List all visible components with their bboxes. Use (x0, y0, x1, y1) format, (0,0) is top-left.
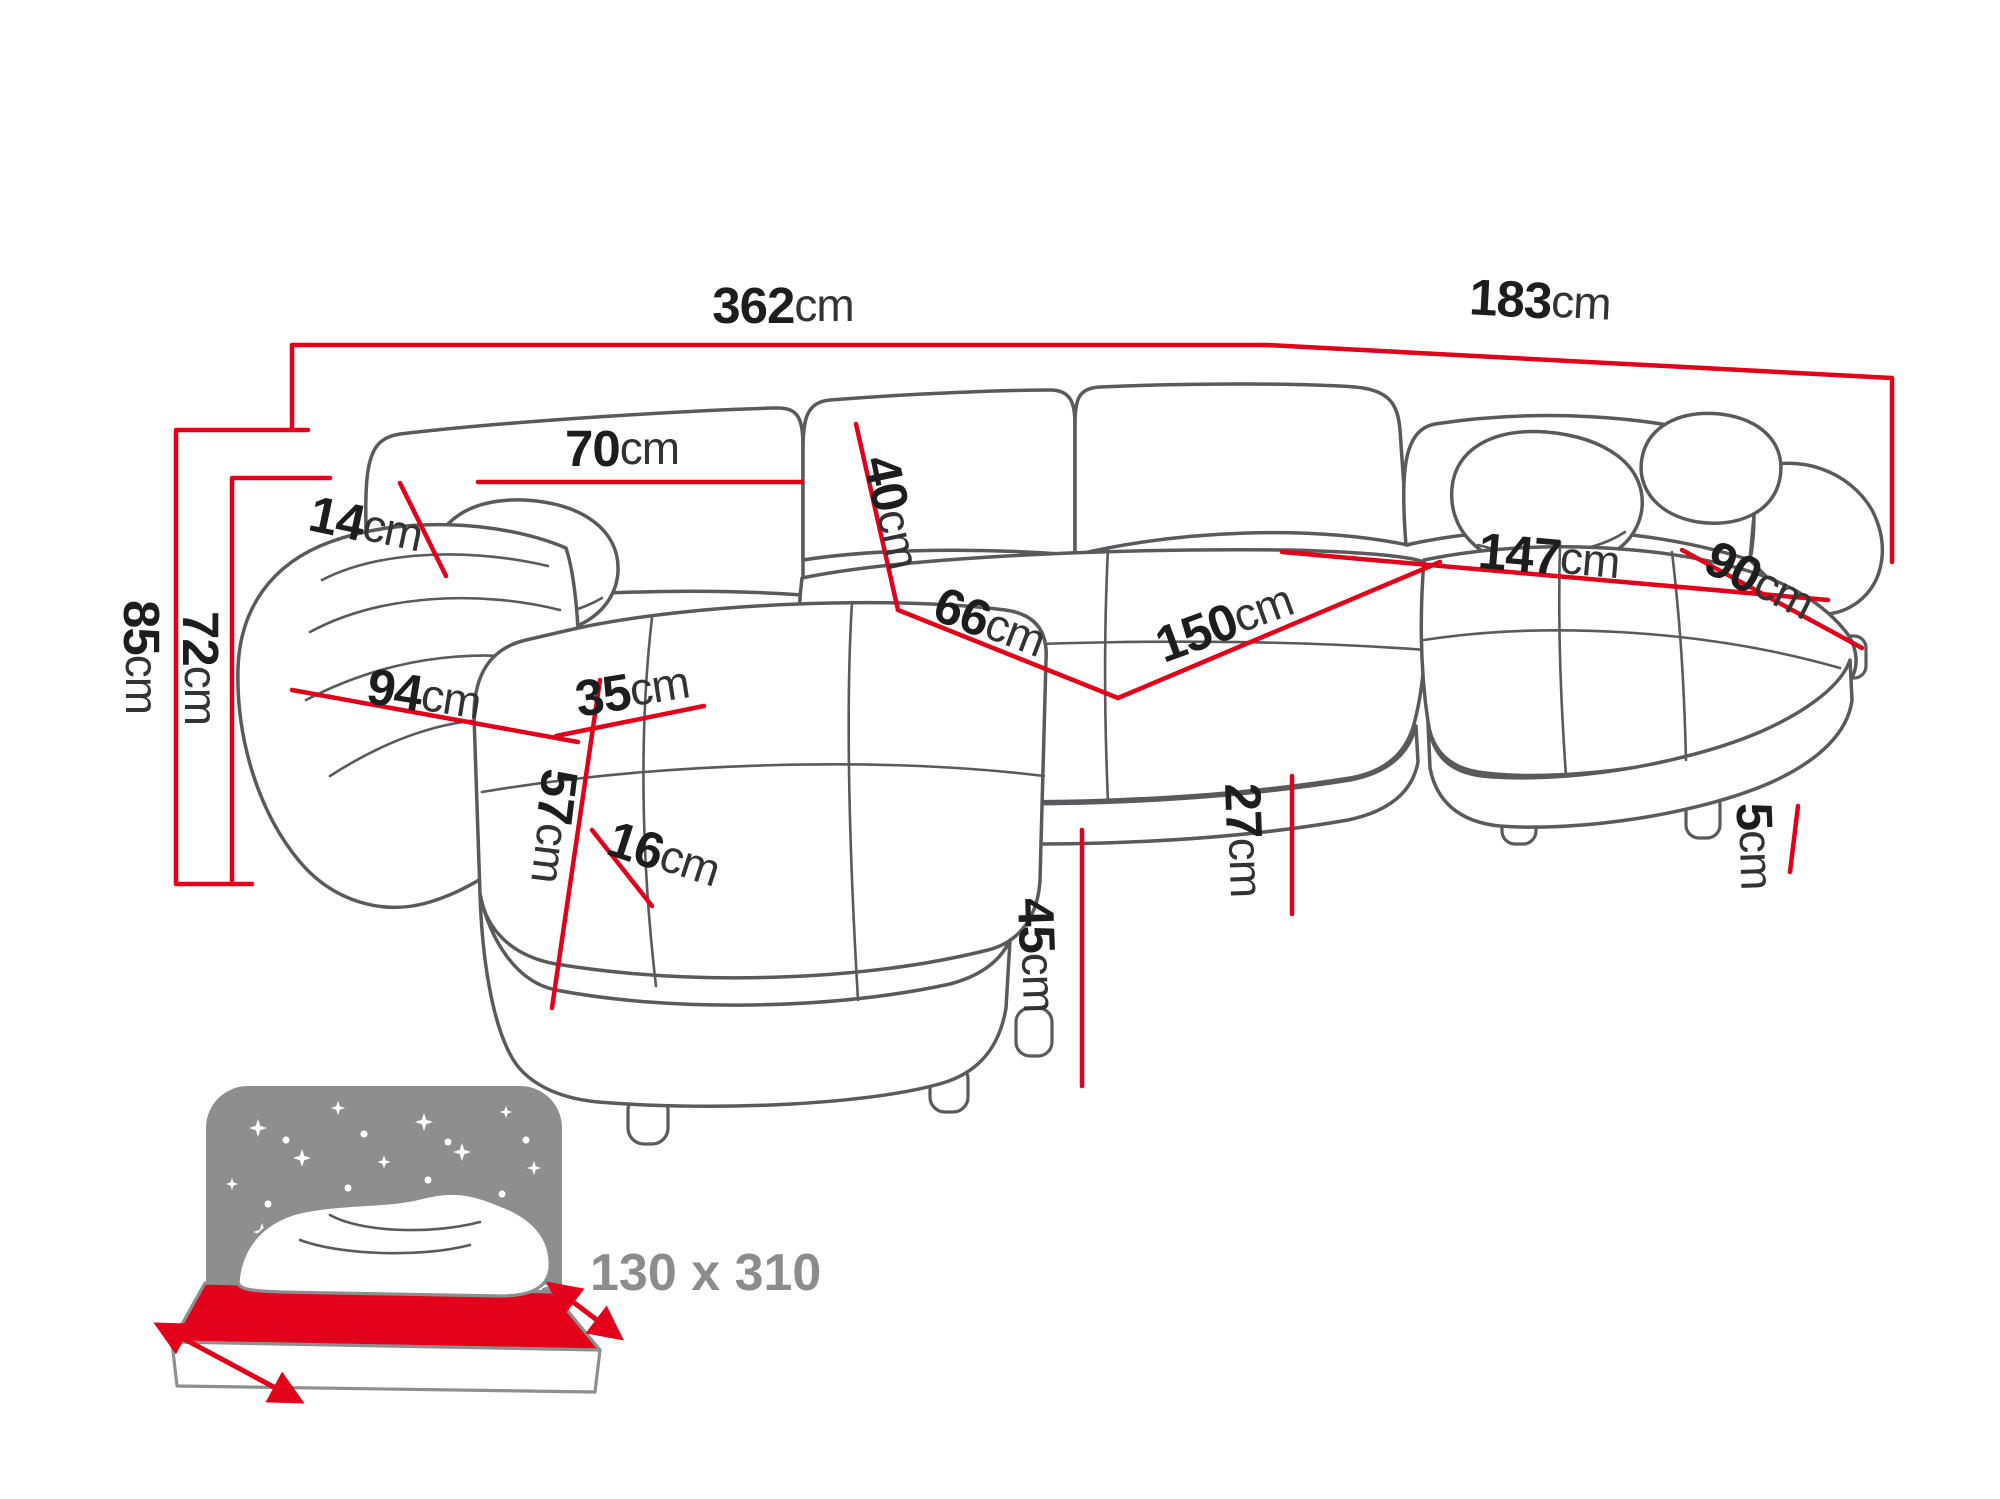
chaise-right-front (1426, 658, 1854, 829)
label-leg-height: 5cm (1726, 802, 1786, 891)
duvet-fold-1 (298, 1238, 472, 1255)
chaise-right-seam-3 (1422, 629, 1842, 670)
dim-line-back-cushion-height (853, 421, 901, 613)
dim-line-armrest-height (549, 677, 603, 1011)
dim-line-overall-depth (1264, 342, 1895, 565)
chaise-right-seam-1 (1557, 540, 1568, 778)
back-cushion-right (1073, 382, 1410, 557)
seat-middle-seam-v (1103, 546, 1110, 804)
dim-line-overall-height (173, 427, 311, 887)
armrest-left-seam-1 (320, 553, 550, 582)
label-armrest-width: 35cm (571, 653, 693, 727)
dim-line-chaise-width (1679, 547, 1865, 651)
sofa-leg (1014, 1006, 1054, 1058)
label-armrest-height: 57cm (519, 766, 589, 886)
armrest-right (1748, 461, 1885, 616)
dim-line-overall-width (289, 342, 1270, 431)
chaise-left-seam-v1 (642, 616, 658, 988)
dimension-lines (173, 342, 1895, 1089)
dim-line-seat-depth (895, 607, 1121, 701)
duvet (236, 1191, 552, 1298)
label-seat-height: 45cm (1008, 897, 1069, 1013)
chaise-right-seam-2 (1670, 550, 1688, 762)
sofa-illustration (236, 382, 1885, 1146)
chaise-left-seam-v2 (847, 600, 860, 1002)
chaise-left-seam-h (480, 763, 1046, 794)
dim-line-leg-height (1787, 803, 1801, 875)
label-cushion-height: 27cm (1215, 782, 1276, 898)
sleeping-area-icon (153, 1086, 624, 1404)
chaise-left-front (478, 892, 1012, 1108)
back-cushion-middle (801, 388, 1077, 562)
duvet-fold-2 (328, 1213, 482, 1232)
label-overall-height: 85cm (114, 600, 171, 714)
dim-line-armrest-width (553, 703, 707, 739)
label-backrest-height: 72cm (173, 611, 230, 725)
label-armrest-depth: 94cm (363, 657, 485, 731)
label-overall-depth: 183cm (1468, 268, 1612, 332)
dim-line-chaise-length (1279, 549, 1831, 603)
dim-line-headrest-thickness (397, 480, 449, 579)
dim-line-backrest-height (229, 475, 333, 887)
dim-line-seat-edge-height (589, 827, 655, 909)
armrest-left-seam-2 (308, 596, 562, 634)
label-headrest-width: 70cm (565, 420, 679, 477)
pillow-right-small (1639, 411, 1783, 525)
sleeping-area-size: 130 x 310 (590, 1244, 821, 1302)
label-chaise-length: 147cm (1476, 521, 1622, 590)
label-overall-width: 362cm (712, 277, 853, 334)
label-headrest-thickness: 14cm (304, 484, 427, 563)
length-arrow (546, 1281, 624, 1341)
dim-line-seat-width (1115, 559, 1443, 701)
dim-line-armrest-depth (289, 687, 581, 745)
label-back-cushion-height: 40cm (853, 450, 932, 573)
width-arrow (153, 1322, 305, 1404)
